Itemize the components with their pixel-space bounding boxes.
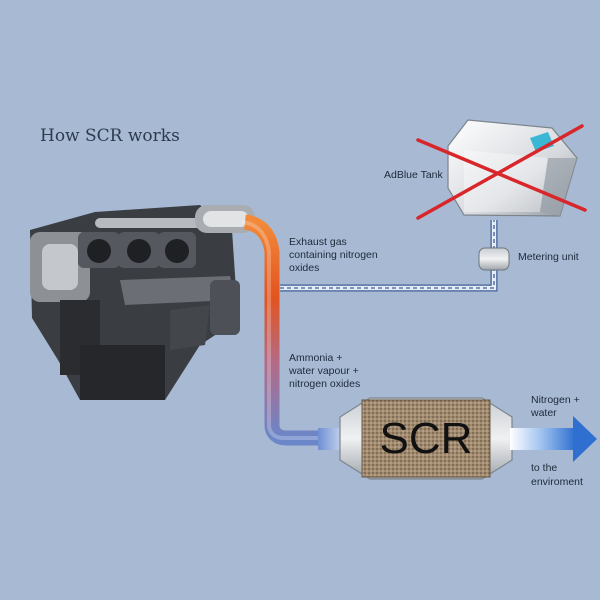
exhaust-gas-label-2: containing nitrogen: [289, 249, 378, 261]
nitrogen-water-label-2: water: [530, 407, 557, 419]
scr-catalyst: SCR: [318, 397, 513, 480]
environment-label-1: to the: [531, 462, 557, 474]
tank-icon: [447, 119, 578, 217]
metering-unit: [478, 247, 510, 271]
ammonia-label-2: water vapour +: [288, 365, 359, 377]
metering-unit-label: Metering unit: [518, 251, 579, 263]
arrow-right-icon: [510, 416, 597, 462]
ammonia-label-3: nitrogen oxides: [289, 378, 360, 390]
cross-icon: [416, 124, 587, 220]
environment-label-2: enviroment: [531, 476, 583, 488]
scr-label: SCR: [380, 414, 473, 463]
injection-line: [280, 220, 498, 292]
adblue-tank-label: AdBlue Tank: [384, 169, 444, 181]
engine-icon: [30, 205, 255, 400]
exhaust-gas-label-3: oxides: [289, 262, 319, 274]
exhaust-gas-label-1: Exhaust gas: [289, 236, 347, 248]
exhaust-pipe: [243, 214, 340, 446]
diagram-title: How SCR works: [40, 126, 180, 146]
nitrogen-water-label-1: Nitrogen +: [531, 394, 580, 406]
ammonia-label-1: Ammonia +: [289, 352, 342, 364]
